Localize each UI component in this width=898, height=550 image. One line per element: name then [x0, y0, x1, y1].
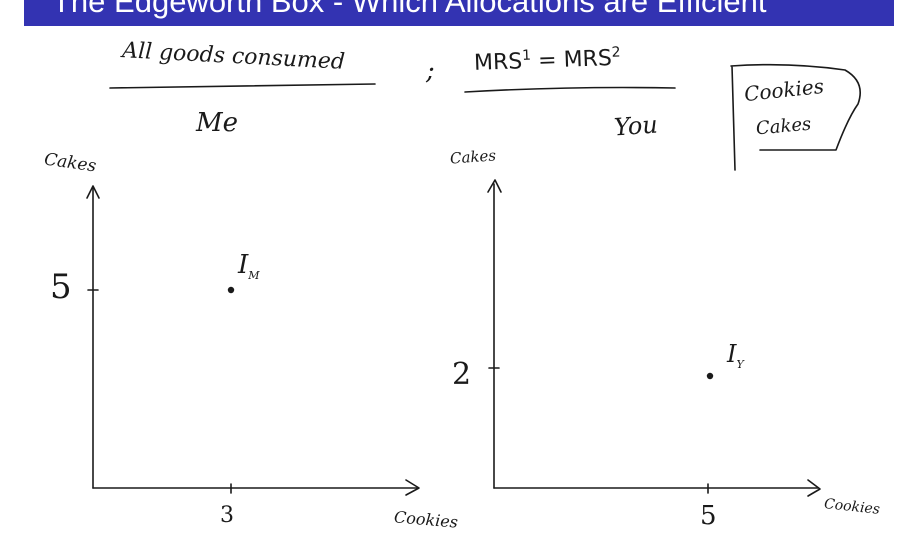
right-point-subscript: Y: [736, 357, 744, 371]
right-x-arrowhead: [807, 479, 821, 497]
priority-box: [730, 63, 861, 171]
right-xtick-label: 5: [700, 501, 717, 531]
right-ytick-label: 2: [452, 357, 472, 392]
condition-mrs-equal: MRS1 = MRS2: [473, 44, 621, 76]
mrs-left: MRS: [473, 49, 523, 76]
right-y-axis-label: Cakes: [449, 146, 497, 168]
left-y-arrowhead: [86, 185, 100, 199]
left-point-subscript: M: [248, 269, 260, 283]
right-point-symbol: I: [727, 340, 737, 368]
left-point-symbol: I: [238, 250, 249, 280]
right-y-arrowhead: [487, 179, 502, 193]
label-you: You: [613, 110, 659, 142]
label-me: Me: [196, 108, 239, 138]
left-point-label: IM: [238, 252, 260, 281]
title-bar: The Edgeworth Box - Which Allocations ar…: [24, 0, 894, 26]
mrs-sup-2: 2: [611, 44, 621, 61]
condition-separator: ;: [426, 56, 435, 86]
left-x-arrowhead: [405, 479, 420, 496]
left-xtick-label: 3: [220, 503, 234, 528]
right-point-iy: [706, 372, 714, 380]
slide-title: The Edgeworth Box - Which Allocations ar…: [52, 0, 767, 19]
mrs-equals: = MRS: [530, 46, 613, 74]
underline-mrs: [464, 86, 676, 93]
left-point-im: [227, 286, 235, 294]
left-ytick-label: 5: [50, 267, 72, 307]
right-point-label: IY: [727, 342, 744, 370]
box-line-cakes: Cakes: [755, 113, 813, 140]
underline-all-goods: [109, 83, 376, 89]
